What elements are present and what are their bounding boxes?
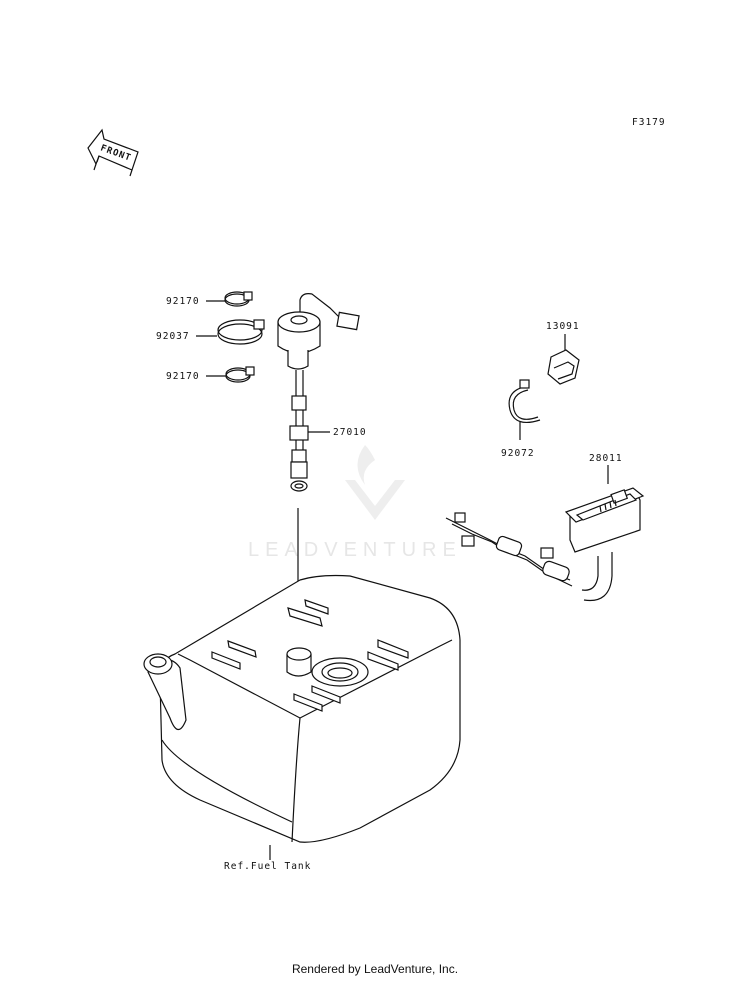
fuel-gauge-icon <box>445 487 645 602</box>
footer-credit: Rendered by LeadVenture, Inc. <box>291 962 459 976</box>
fuel-sender-icon <box>277 293 360 632</box>
label-92072: 92072 <box>501 448 535 459</box>
fuel-tank-icon <box>143 574 461 860</box>
front-arrow-icon: FRONT <box>87 128 139 177</box>
band-icon <box>508 379 541 440</box>
leadventure-watermark: LEADVENTURE <box>248 445 462 561</box>
clamp-large-icon <box>196 319 265 345</box>
label-27010: 27010 <box>333 427 367 438</box>
fuse-cover-icon <box>547 349 580 385</box>
label-92170-top: 92170 <box>166 296 200 307</box>
label-92170-bottom: 92170 <box>166 371 200 382</box>
reference-label: Ref.Fuel Tank <box>224 861 311 872</box>
clamp-top-icon <box>206 291 253 307</box>
watermark-text: LEADVENTURE <box>248 539 462 561</box>
figure-code: F3179 <box>632 117 666 128</box>
label-28011: 28011 <box>589 453 623 464</box>
label-92037: 92037 <box>156 331 190 342</box>
label-13091: 13091 <box>546 321 580 332</box>
clamp-bottom-icon <box>206 366 255 383</box>
